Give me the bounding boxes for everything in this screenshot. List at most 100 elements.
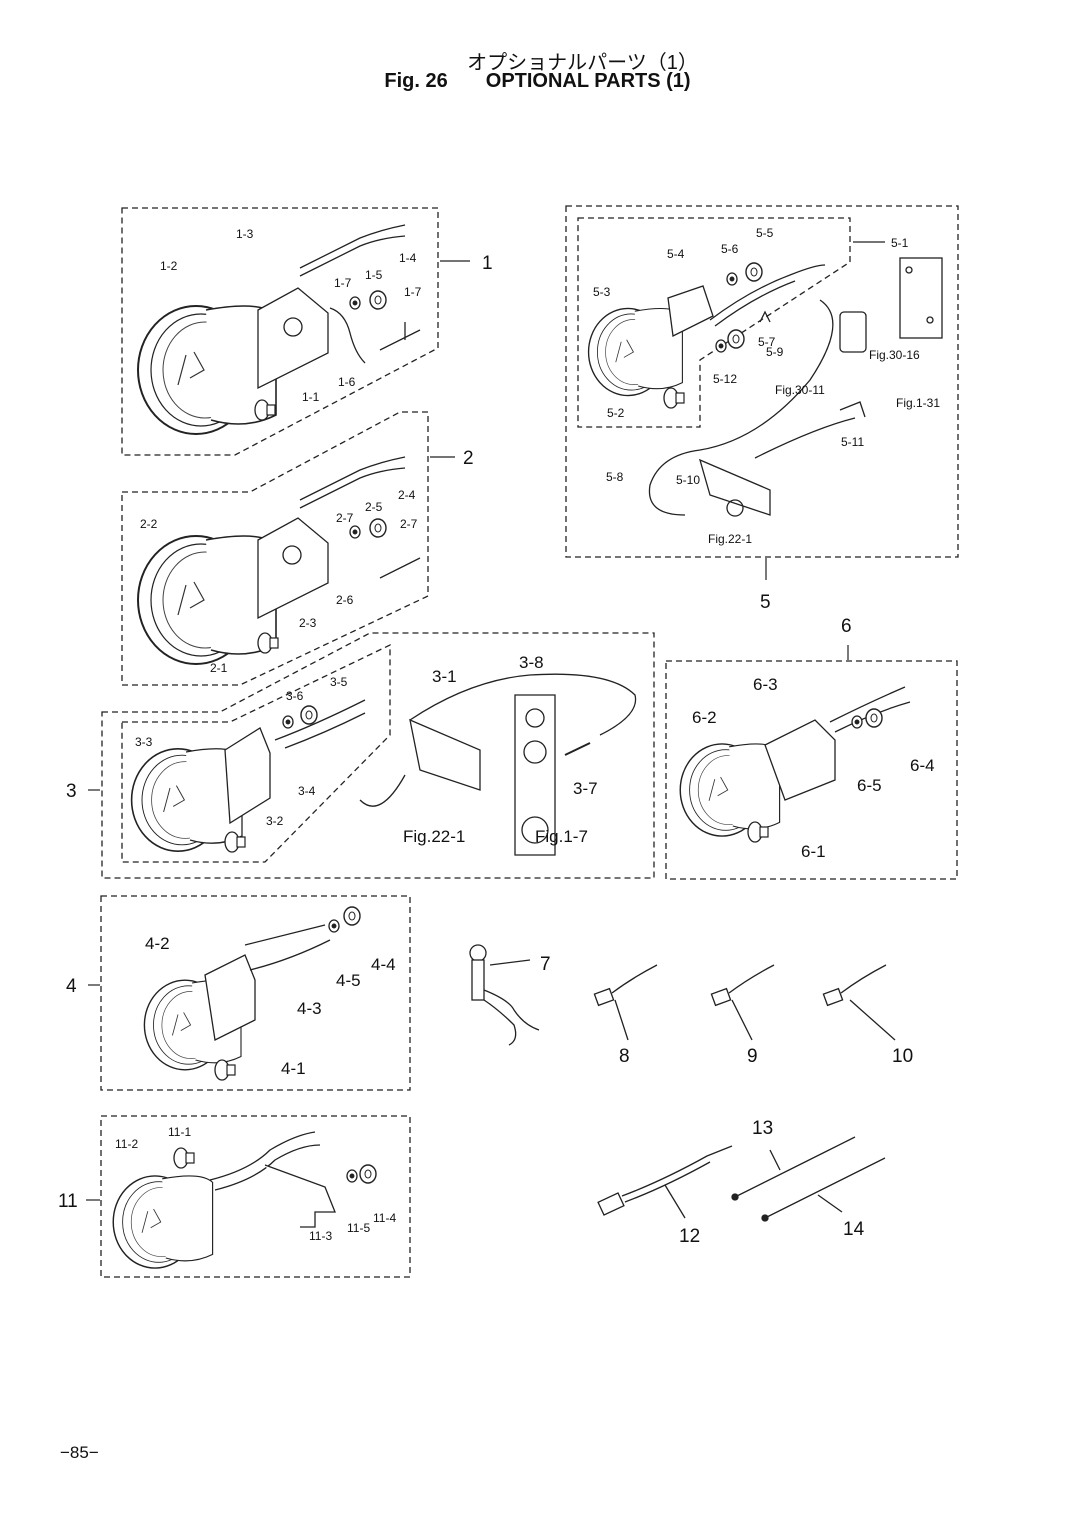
ref-fig-22-1-a: Fig.22-1 [403, 827, 465, 846]
callout-2-4: 2-4 [398, 488, 416, 502]
callout-11-3: 11-3 [309, 1229, 332, 1243]
figure-title: OPTIONAL PARTS (1) [485, 70, 691, 92]
callout-1-7a: 1-7 [334, 276, 352, 290]
callout-3-4: 3-4 [298, 784, 316, 798]
figure-number: Fig. 26 [384, 70, 448, 92]
figure-title-english: Fig. 26 OPTIONAL PARTS (1) [0, 70, 1075, 93]
ref-fig-30-11: Fig.30-11 [775, 383, 825, 397]
callout-11-5: 11-5 [347, 1221, 370, 1235]
callout-6-4: 6-4 [910, 756, 935, 775]
group-11-labels: 11-1 11-2 11-3 11-5 11-4 11 [58, 1125, 396, 1243]
callout-5-11: 5-11 [841, 435, 864, 449]
callout-1-6: 1-6 [338, 375, 356, 389]
group-label-5: 5 [760, 592, 771, 613]
callout-3-6: 3-6 [286, 689, 304, 703]
callout-4-2: 4-2 [145, 934, 170, 953]
callout-4-1: 4-1 [281, 1059, 306, 1078]
part-9 [710, 964, 775, 1041]
callout-5-5: 5-5 [756, 226, 774, 240]
callout-1-7b: 1-7 [404, 285, 422, 299]
group-5-inner-outline [577, 217, 851, 428]
group-3-inner-outline [121, 643, 391, 863]
callout-4-5: 4-5 [336, 971, 361, 990]
callout-1-3: 1-3 [236, 227, 254, 241]
group-11-outline [100, 1115, 411, 1278]
group-6-labels: 6 6-3 6-2 6-4 6-5 6-1 [692, 616, 935, 861]
callout-2-1: 2-1 [210, 661, 228, 675]
callout-5-4: 5-4 [667, 247, 685, 261]
part-13 [731, 1136, 856, 1201]
callout-5-6: 5-6 [721, 242, 739, 256]
callout-3-8: 3-8 [519, 653, 544, 672]
callout-2-6: 2-6 [336, 593, 354, 607]
page-number: −85− [60, 1443, 99, 1462]
group-1-labels: 1-3 1-2 1-7 1-5 1-4 1-7 1-6 1-1 1 [160, 227, 493, 404]
group-label-4: 4 [66, 976, 77, 997]
callout-2-5: 2-5 [365, 500, 383, 514]
group-5 [565, 205, 959, 558]
callout-4-3: 4-3 [297, 999, 322, 1018]
callout-13: 13 [752, 1118, 773, 1139]
part-12 [597, 1145, 733, 1219]
part-7 [469, 944, 540, 1046]
callout-5-2: 5-2 [607, 406, 625, 420]
group-label-2: 2 [463, 448, 474, 469]
callout-8: 8 [619, 1046, 630, 1067]
callout-5-9: 5-9 [766, 345, 784, 359]
callout-6-5: 6-5 [857, 776, 882, 795]
callout-7: 7 [540, 954, 551, 975]
group-1 [121, 207, 439, 456]
group-label-6: 6 [841, 616, 852, 637]
ref-fig-1-31: Fig.1-31 [896, 396, 940, 410]
part-14 [761, 1157, 886, 1222]
callout-6-3: 6-3 [753, 675, 778, 694]
part-10 [822, 964, 896, 1041]
callout-3-2: 3-2 [266, 814, 284, 828]
group-label-1: 1 [482, 253, 493, 274]
callout-5-8: 5-8 [606, 470, 624, 484]
group-4 [100, 895, 411, 1091]
callout-4-4: 4-4 [371, 955, 396, 974]
part-8 [593, 964, 658, 1041]
callout-1-4: 1-4 [399, 251, 417, 265]
callout-1-2: 1-2 [160, 259, 178, 273]
group-1-outline [121, 207, 439, 456]
callout-11-1: 11-1 [168, 1125, 191, 1139]
callout-2-7a: 2-7 [336, 511, 354, 525]
callout-3-3: 3-3 [135, 735, 153, 749]
group-5-outer-outline [565, 205, 959, 558]
callout-1-5: 1-5 [365, 268, 383, 282]
callout-6-1: 6-1 [801, 842, 826, 861]
figure-title-japanese: オプショナルパーツ（1） [467, 52, 698, 74]
group-2 [121, 411, 429, 686]
ref-fig-22-1-b: Fig.22-1 [708, 532, 752, 546]
group-5-labels: 5-5 5-6 5-4 5-1 5-3 5-7 5-9 Fig.30-16 5-… [593, 226, 940, 613]
callout-2-2: 2-2 [140, 517, 158, 531]
callout-12: 12 [679, 1226, 700, 1247]
callout-9: 9 [747, 1046, 758, 1067]
single-parts [469, 944, 896, 1222]
callout-11-4: 11-4 [373, 1211, 396, 1225]
callout-5-7: 5-7 [758, 335, 776, 349]
callout-1-1: 1-1 [302, 390, 320, 404]
group-label-11: 11 [58, 1191, 78, 1212]
group-11 [100, 1115, 411, 1278]
callout-5-10: 5-10 [676, 473, 700, 487]
group-3-outer-outline [101, 632, 655, 879]
callout-14: 14 [843, 1219, 865, 1240]
group-label-3: 3 [66, 781, 77, 802]
callout-5-3: 5-3 [593, 285, 611, 299]
callout-5-12: 5-12 [713, 372, 737, 386]
callout-6-2: 6-2 [692, 708, 717, 727]
callout-3-7: 3-7 [573, 779, 598, 798]
callout-3-1: 3-1 [432, 667, 457, 686]
group-6-outline [665, 660, 958, 880]
group-6 [665, 660, 958, 880]
group-4-labels: 4-2 4-4 4-5 4-3 4-1 4 [66, 934, 396, 1078]
callout-10: 10 [892, 1046, 913, 1067]
ref-fig-30-16: Fig.30-16 [869, 348, 920, 362]
group-3-labels: 3-3 3-6 3-5 3-1 3-8 3-4 3-7 3-2 Fig.22-1… [66, 653, 598, 846]
group-3 [101, 632, 655, 879]
single-part-labels: 7 8 9 10 12 13 14 [540, 954, 913, 1247]
